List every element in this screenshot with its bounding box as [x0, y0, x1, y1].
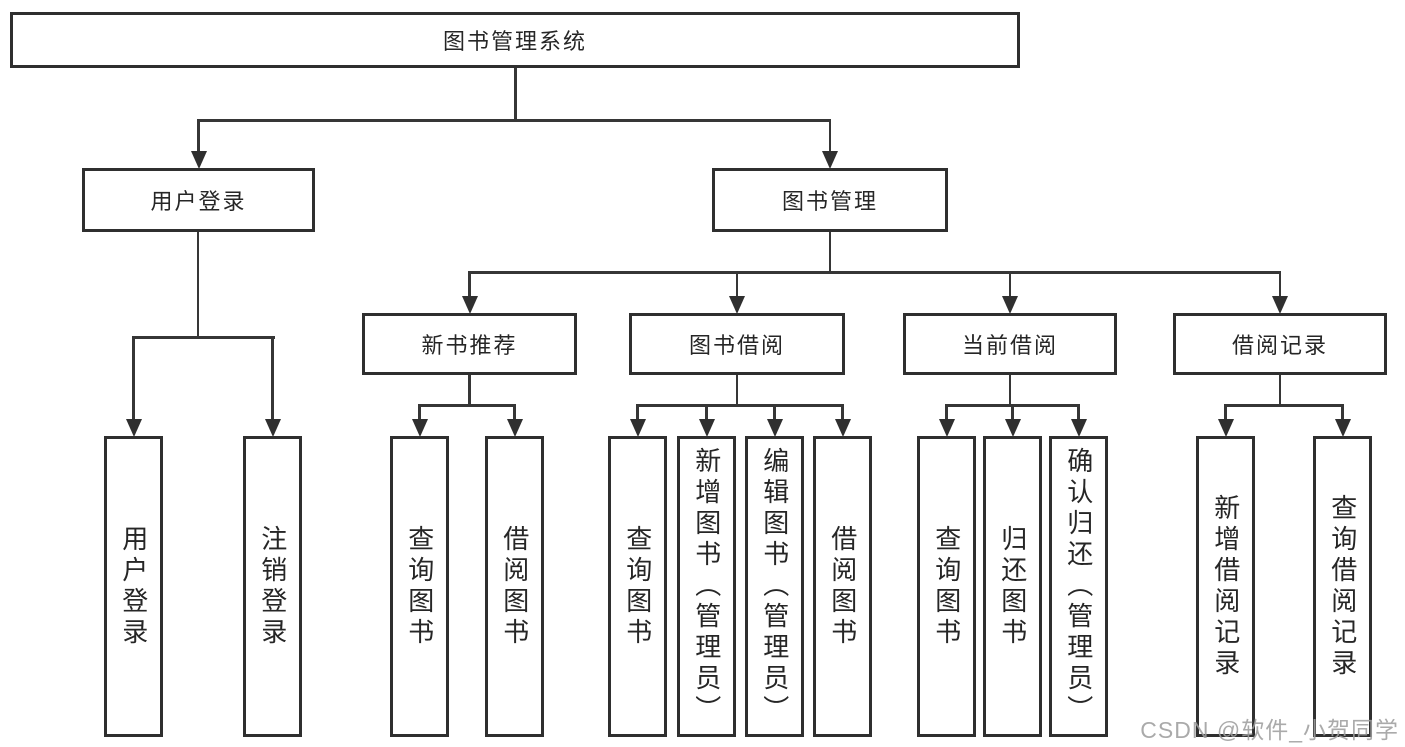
arrowhead-down-icon	[834, 419, 851, 437]
connector-line	[773, 404, 776, 420]
node-label: 注销登录	[257, 524, 288, 649]
node-user-login: 用户登录	[82, 168, 315, 232]
leaf-nb-query-books: 查询图书	[390, 436, 449, 737]
connector-line	[1224, 404, 1227, 420]
node-label: 图书借阅	[688, 333, 785, 358]
leaf-cb-return-books: 归还图书	[983, 436, 1042, 737]
connector-line	[271, 336, 274, 420]
connector-line	[513, 404, 516, 420]
connector-line	[468, 271, 471, 297]
leaf-user-login: 用户登录	[104, 436, 163, 737]
arrowhead-down-icon	[766, 419, 783, 437]
node-label: 新增借阅记录	[1210, 493, 1241, 680]
connector-line	[514, 68, 517, 120]
leaf-br-query-borrow-record: 查询借阅记录	[1313, 436, 1372, 737]
arrowhead-down-icon	[264, 419, 281, 437]
node-label: 新书推荐	[421, 333, 518, 358]
node-label: 查询图书	[931, 524, 962, 649]
connector-line	[945, 404, 948, 420]
node-book-management-system: 图书管理系统	[10, 12, 1020, 68]
watermark: CSDN @软件_小贺同学	[1140, 717, 1399, 743]
leaf-br-add-borrow-record: 新增借阅记录	[1196, 436, 1255, 737]
connector-line	[1278, 375, 1282, 406]
node-label: 图书管理系统	[442, 29, 587, 54]
leaf-bb-borrow-books: 借阅图书	[813, 436, 872, 737]
connector-line	[468, 271, 1281, 274]
leaf-bb-add-books-admin: 新增图书（管理员）	[677, 436, 736, 737]
connector-line	[132, 336, 275, 339]
node-label: 用户登录	[118, 524, 149, 649]
leaf-logout: 注销登录	[243, 436, 302, 737]
arrowhead-down-icon	[1217, 419, 1234, 437]
leaf-bb-query-books: 查询图书	[608, 436, 667, 737]
connector-line	[468, 375, 471, 406]
leaf-cb-query-books: 查询图书	[917, 436, 976, 737]
connector-line	[1341, 404, 1344, 420]
connector-line	[1008, 271, 1012, 297]
node-current-borrow: 当前借阅	[903, 313, 1117, 375]
connector-line	[1224, 404, 1343, 407]
arrowhead-down-icon	[729, 296, 745, 314]
node-label: 查询图书	[622, 524, 653, 649]
connector-line	[1278, 271, 1282, 297]
node-borrow-records: 借阅记录	[1173, 313, 1387, 375]
node-book-borrow: 图书借阅	[629, 313, 845, 375]
node-label: 当前借阅	[961, 333, 1058, 358]
node-book-management: 图书管理	[712, 168, 948, 232]
arrowhead-down-icon	[125, 419, 142, 437]
node-label: 归还图书	[997, 524, 1028, 649]
node-new-book-recommend: 新书推荐	[362, 313, 577, 375]
node-label: 查询借阅记录	[1327, 493, 1358, 680]
node-label: 借阅图书	[827, 524, 858, 649]
connector-line	[1008, 375, 1012, 406]
node-label: 确认归还（管理员）	[1063, 447, 1094, 726]
connector-line	[1011, 404, 1014, 420]
connector-line	[828, 232, 832, 273]
node-label: 借阅图书	[499, 524, 530, 649]
leaf-nb-borrow-books: 借阅图书	[485, 436, 544, 737]
connector-line	[132, 336, 135, 420]
arrowhead-down-icon	[1004, 419, 1021, 437]
arrowhead-down-icon	[506, 419, 523, 437]
node-label: 图书管理	[781, 189, 878, 214]
connector-line	[418, 404, 421, 420]
arrowhead-down-icon	[822, 151, 838, 169]
connector-line	[735, 375, 739, 406]
node-label: 用户登录	[150, 189, 247, 214]
arrowhead-down-icon	[1070, 419, 1087, 437]
connector-line	[418, 404, 515, 407]
arrowhead-down-icon	[411, 419, 428, 437]
connector-line	[636, 404, 639, 420]
leaf-cb-confirm-return-admin: 确认归还（管理员）	[1049, 436, 1108, 737]
node-label: 查询图书	[404, 524, 435, 649]
connector-line	[1077, 404, 1080, 420]
arrowhead-down-icon	[698, 419, 715, 437]
arrowhead-down-icon	[1002, 296, 1018, 314]
connector-line	[841, 404, 844, 420]
connector-line	[197, 119, 200, 152]
connector-line	[828, 119, 832, 152]
connector-line	[735, 271, 739, 297]
arrowhead-down-icon	[190, 151, 207, 169]
node-label: 编辑图书（管理员）	[759, 447, 790, 726]
arrowhead-down-icon	[461, 296, 478, 314]
connector-line	[636, 404, 844, 407]
leaf-bb-edit-books-admin: 编辑图书（管理员）	[745, 436, 804, 737]
arrowhead-down-icon	[1272, 296, 1288, 314]
arrowhead-down-icon	[938, 419, 955, 437]
arrowhead-down-icon	[1334, 419, 1351, 437]
node-label: 新增图书（管理员）	[691, 447, 722, 726]
connector-line	[196, 232, 200, 338]
arrowhead-down-icon	[629, 419, 646, 437]
connector-line	[705, 404, 708, 420]
connector-line	[197, 119, 832, 122]
node-label: 借阅记录	[1231, 333, 1328, 358]
